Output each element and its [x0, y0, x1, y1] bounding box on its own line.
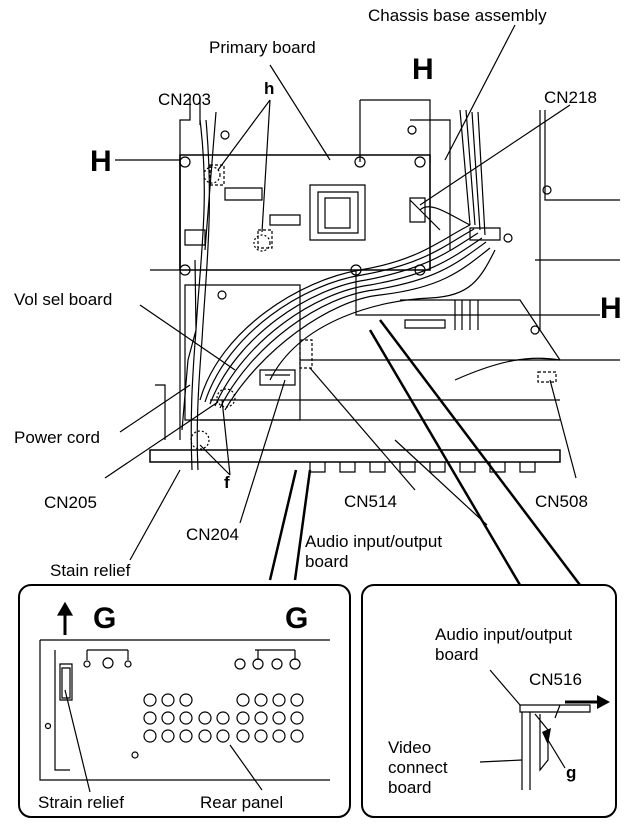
label-H-right: H	[600, 292, 622, 325]
label-cn516: CN516	[529, 670, 582, 689]
label-cn218: CN218	[544, 88, 597, 107]
label-video-line3: board	[388, 778, 432, 797]
label-video-line2: connect	[388, 758, 448, 777]
label-cn514: CN514	[344, 492, 397, 511]
label-cn205: CN205	[44, 493, 97, 512]
label-H-top: H	[412, 53, 434, 86]
label-cn508: CN508	[535, 492, 588, 511]
label-vol-sel-board: Vol sel board	[14, 290, 113, 309]
up-arrow-icon	[56, 601, 74, 616]
label-inset-audio-io-line1: Audio input/output	[435, 625, 573, 644]
label-cn203: CN203	[158, 90, 211, 109]
label-stain-relief: Stain relief	[50, 561, 131, 580]
right-arrow-icon	[597, 695, 610, 709]
inset-left-frame	[18, 584, 351, 818]
label-inset-audio-io-line2: board	[435, 645, 479, 664]
label-strain-relief: Strain relief	[38, 793, 124, 812]
label-cn204: CN204	[186, 525, 239, 544]
primary-board	[179, 154, 431, 271]
transformer	[309, 184, 366, 241]
label-video-line1: Video	[388, 738, 432, 757]
chassis-rail	[149, 449, 561, 463]
wiring-harness	[199, 224, 496, 411]
label-chassis-base-assembly: Chassis base assembly	[368, 6, 547, 25]
chassis-frame	[155, 98, 620, 440]
label-h: h	[264, 79, 275, 98]
label-rear-panel: Rear panel	[200, 793, 284, 812]
label-G-left: G	[93, 602, 117, 635]
label-primary-board: Primary board	[209, 38, 316, 57]
label-f: f	[224, 473, 230, 492]
label-H-left: H	[90, 145, 112, 178]
label-G-right: G	[285, 602, 309, 635]
label-audio-io-board-line1: Audio input/output	[305, 532, 443, 551]
label-power-cord: Power cord	[14, 428, 100, 447]
label-audio-io-board-line2: board	[305, 552, 349, 571]
label-g: g	[566, 763, 577, 782]
inset-right-frame	[361, 584, 617, 818]
